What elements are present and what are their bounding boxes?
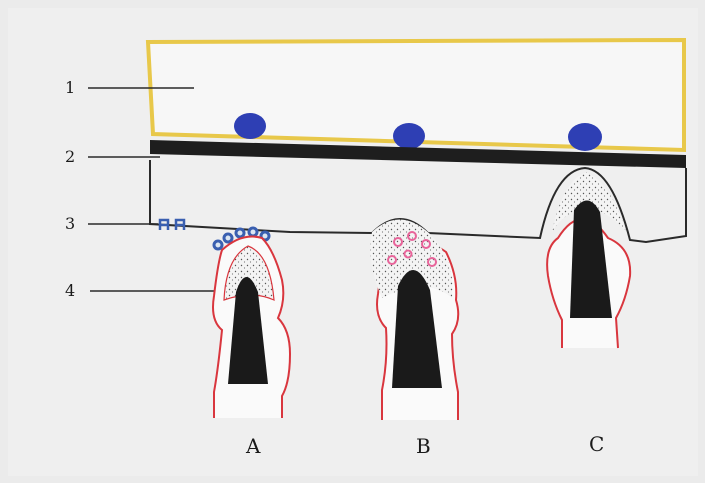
label-3: 3 (65, 214, 75, 233)
label-4: 4 (65, 281, 75, 300)
label-2: 2 (65, 147, 75, 166)
letter-b: B (416, 434, 431, 458)
label-1: 1 (65, 78, 75, 97)
letter-c: C (589, 432, 604, 456)
nucleus-right (568, 123, 602, 151)
nucleus-middle (393, 123, 425, 149)
letter-a: A (246, 434, 260, 458)
nucleus-left (234, 113, 266, 139)
